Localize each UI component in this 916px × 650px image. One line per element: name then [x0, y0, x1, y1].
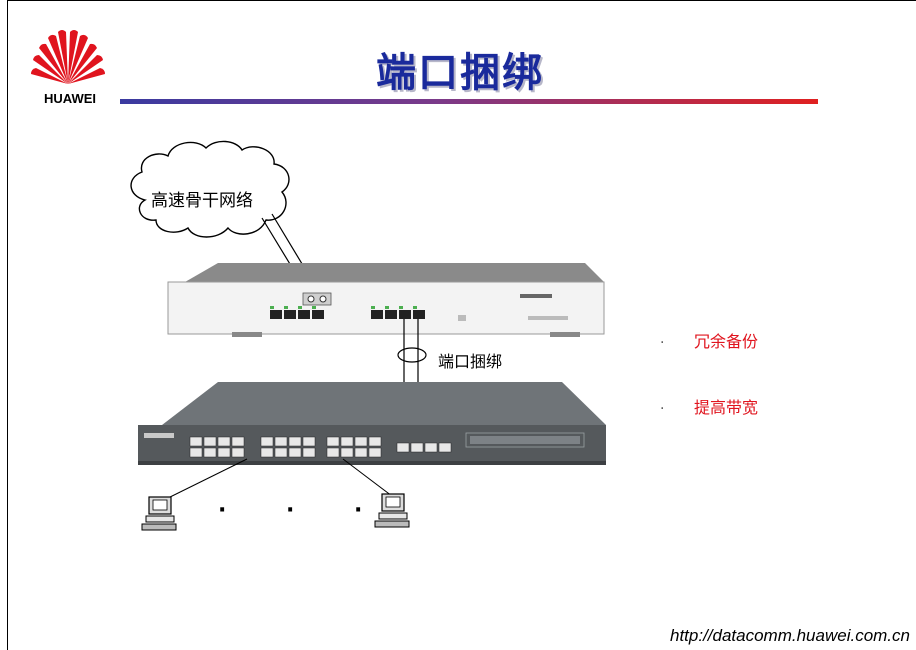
- frame-top-border: [7, 0, 916, 1]
- footer-url: http://datacomm.huawei.com.cn: [669, 626, 910, 645]
- bullet-icon: ·: [660, 335, 665, 351]
- backbone-cloud-icon: [130, 140, 290, 238]
- computer-left-icon: [141, 496, 177, 531]
- core-router-icon: [167, 263, 605, 337]
- access-switch-icon: [138, 382, 606, 465]
- bullet-icon: ·: [660, 401, 665, 417]
- huawei-logo-icon: [31, 30, 105, 84]
- feature-item-bandwidth: ·提高带宽: [660, 398, 759, 417]
- more-computers-ellipsis: · · ·: [218, 498, 389, 523]
- feature-item-redundancy: ·冗余备份: [660, 332, 759, 351]
- title-underline: [120, 99, 818, 104]
- logo-text: HUAWEI: [44, 91, 96, 106]
- port-bonding-label: 端口捆绑: [438, 352, 503, 371]
- computer-right-icon: [374, 493, 410, 528]
- backbone-network-label: 高速骨干网络: [151, 191, 253, 211]
- page-title: 端口捆绑: [376, 50, 544, 96]
- frame-left-border: [7, 0, 8, 650]
